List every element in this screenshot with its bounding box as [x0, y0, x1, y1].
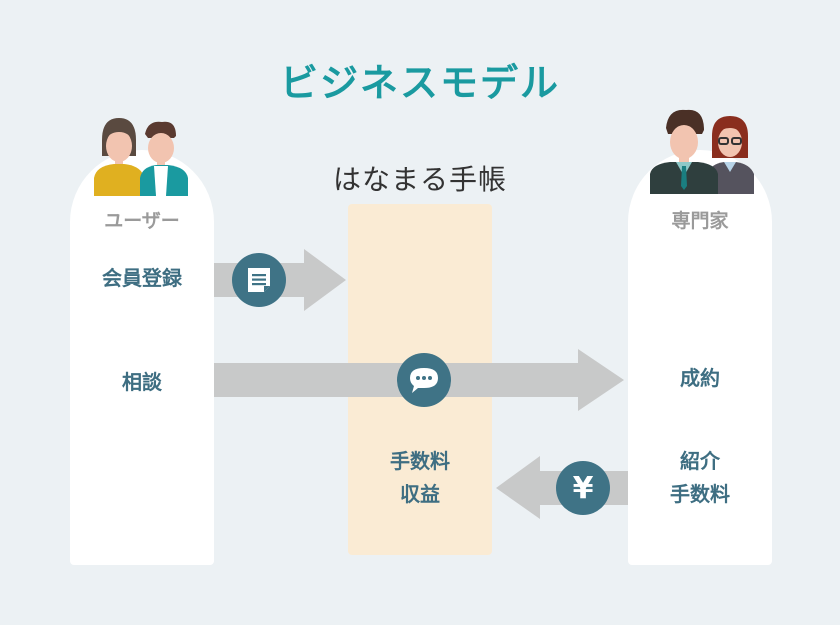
fee-revenue-label-line1: 手数料: [390, 449, 450, 473]
consultation-label: 相談: [122, 370, 162, 394]
woman-user-icon: [94, 118, 144, 196]
referral-label: 紹介: [680, 449, 720, 473]
contract-label: 成約: [680, 366, 720, 390]
man-user-icon: [140, 121, 188, 196]
referral-fee-icon-badge: ¥: [556, 461, 610, 515]
brand-logo-text: はなまる手帳: [332, 163, 507, 196]
fee-revenue-label-line2: 収益: [400, 482, 440, 506]
user-role-label: ユーザー: [104, 210, 180, 232]
expert-column: [628, 150, 772, 565]
document-icon: [248, 268, 270, 292]
woman-expert-icon: [708, 116, 754, 194]
man-expert-icon: [650, 109, 718, 194]
user-column: [70, 150, 214, 565]
page-title: ビジネスモデル: [279, 61, 560, 105]
expert-role-label: 専門家: [671, 210, 729, 232]
fee-label: 手数料: [670, 482, 730, 506]
chat-bubble-icon: [410, 368, 438, 393]
users-illustration: [94, 118, 188, 196]
registration-icon-badge: [232, 253, 286, 307]
consultation-icon-badge: [397, 353, 451, 407]
experts-illustration: [650, 109, 754, 194]
member-registration-label: 会員登録: [102, 266, 182, 290]
yen-icon: ¥: [572, 470, 594, 506]
